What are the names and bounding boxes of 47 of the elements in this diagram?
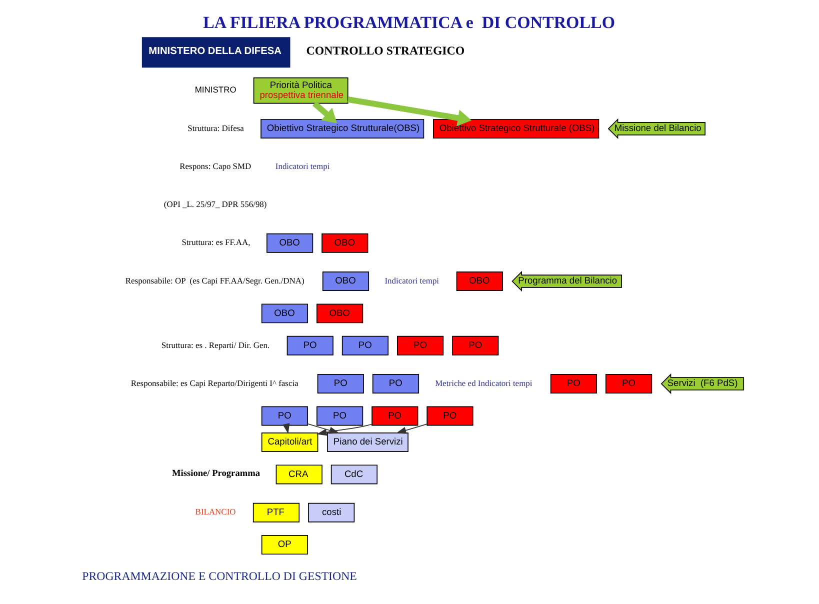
node-box: CRA	[276, 464, 322, 484]
node-box: PO	[605, 374, 652, 394]
label: (OPI _L. 25/97_ DPR 556/98)	[164, 199, 267, 210]
label: MINISTRO	[194, 84, 236, 95]
node-box: costi	[308, 502, 355, 522]
node-box: OBO	[322, 272, 370, 291]
diagram-title: LA FILIERA PROGRAMMATICA e DI CONTROLLO	[203, 12, 616, 32]
label: Responsabile: OP (es Capi FF.AA/Segr. Gen./DNA)	[125, 275, 304, 286]
node-box: PTF	[252, 502, 300, 522]
node-box: PO	[372, 406, 418, 426]
arrow	[396, 424, 428, 434]
node-box: PO	[426, 406, 474, 426]
node-box: OBO	[266, 233, 314, 253]
arrow	[348, 96, 472, 126]
label: BILANCIO	[195, 506, 236, 517]
label: Responsabile: es Capi Reparto/Dirigenti I^ fascia	[130, 378, 298, 388]
node-box: PO	[372, 374, 420, 394]
label: Struttura: es . Reparti/ Dir. Gen.	[161, 340, 270, 350]
node-box: PO	[316, 406, 364, 426]
label: Struttura: es FF.AA,	[182, 237, 250, 248]
node-box: OP	[261, 535, 308, 555]
node-box: PO	[452, 336, 499, 356]
node-box: PO	[342, 336, 389, 356]
label: Metriche ed Indicatori tempi	[435, 378, 532, 388]
node-box: OBO	[322, 233, 368, 253]
node-box: OBO	[316, 304, 364, 324]
node-box: OBO	[456, 272, 503, 291]
node-box: CdC	[330, 464, 378, 484]
node-box: Capitoli/art	[261, 432, 318, 452]
label: MINISTERO DELLA DIFESA	[148, 46, 282, 58]
node-box: Obiettivo Strategico Strutturale(OBS)	[260, 118, 424, 138]
arrow	[312, 101, 337, 124]
node-box: PO	[317, 374, 364, 394]
node-box: Piano dei Servizi	[327, 432, 408, 452]
label: Struttura: Difesa	[188, 122, 244, 133]
label: Respons: Capo SMD	[180, 160, 252, 171]
node-box: Obiettivo Strategico Strutturale (OBS)	[433, 118, 600, 138]
node-box: PO	[550, 374, 597, 394]
label: Indicatori tempi	[275, 160, 330, 171]
node-box: OBO	[261, 304, 308, 324]
label: PROGRAMMAZIONE E CONTROLLO DI GESTIONE	[82, 569, 357, 584]
label: Indicatori tempi	[384, 275, 440, 286]
label: CONTROLLO STRATEGICO	[306, 44, 465, 58]
node-box: PO	[397, 336, 444, 356]
node-box: PO	[286, 336, 334, 356]
label: Missione/ Programma	[172, 468, 260, 479]
node-box: Priorità Politica prospettiva triennale	[253, 77, 348, 104]
